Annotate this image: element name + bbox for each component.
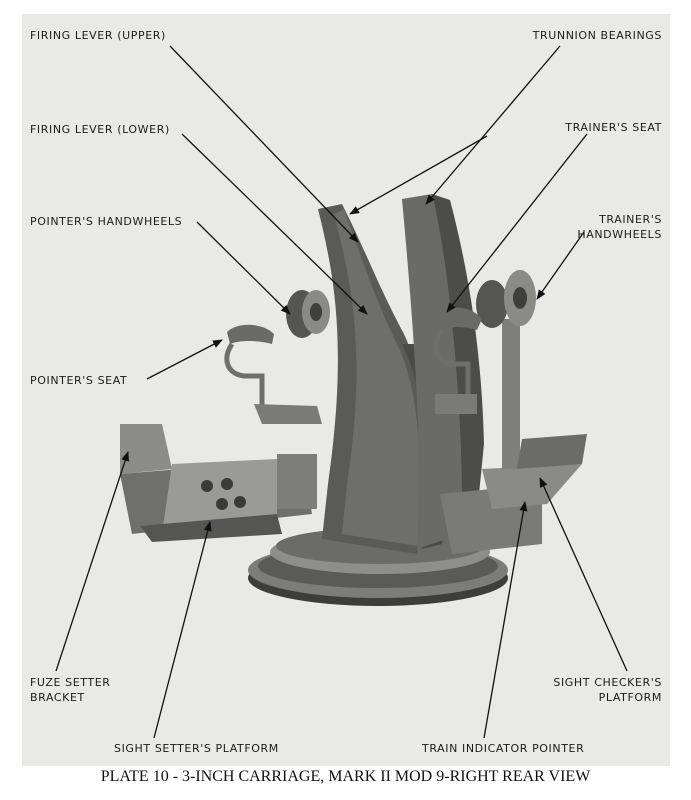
label-firing-lever-lower: FIRING LEVER (LOWER) <box>30 123 170 136</box>
label-train-indicator-pointer: TRAIN INDICATOR POINTER <box>422 742 585 755</box>
leader-lines <box>55 45 628 739</box>
pointer-seat-shape <box>224 324 322 424</box>
label-pointers-seat: POINTER'S SEAT <box>30 374 128 387</box>
label-trainers-seat: TRAINER'S SEAT <box>565 121 662 134</box>
plate-figure: FIRING LEVER (UPPER) FIRING LEVER (LOWER… <box>22 14 670 766</box>
rear-housing <box>440 319 587 554</box>
label-sight-checkers-platform: SIGHT CHECKER'S PLATFORM <box>553 676 662 704</box>
trainer-seat-shape <box>433 307 482 414</box>
label-trunnion-bearings: TRUNNION BEARINGS <box>532 29 662 42</box>
trainer-handwheels-shape <box>476 270 536 328</box>
gun-carriage-illustration <box>55 45 628 739</box>
label-fuze-setter-bracket: FUZE SETTER BRACKET <box>30 676 111 704</box>
label-trainers-handwheels: TRAINER'S HANDWHEELS <box>577 213 662 241</box>
sight-setter-platform-shape <box>120 424 317 542</box>
label-firing-lever-upper: FIRING LEVER (UPPER) <box>30 29 166 42</box>
pointer-handwheels-shape <box>286 290 330 338</box>
label-sight-setters-platform: SIGHT SETTER'S PLATFORM <box>114 742 279 755</box>
label-pointers-handwheels: POINTER'S HANDWHEELS <box>30 215 183 228</box>
base-ring <box>248 528 508 606</box>
plate-caption: PLATE 10 - 3-INCH CARRIAGE, MARK II MOD … <box>100 768 591 785</box>
